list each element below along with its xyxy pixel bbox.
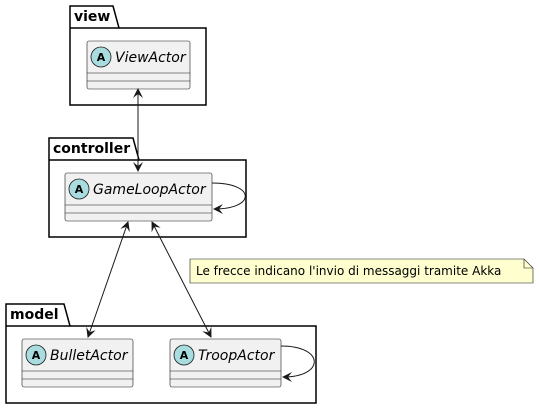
- class-bullet-actor[interactable]: A BulletActor: [21, 338, 134, 388]
- abstract-badge-icon: [25, 344, 47, 366]
- class-name-game-loop-actor: GameLoopActor: [93, 182, 207, 198]
- edge-gameloop-to-troop: [151, 221, 212, 338]
- package-view-title: view: [74, 9, 110, 25]
- edge-troop-self: [280, 345, 315, 382]
- class-name-bullet-actor: BulletActor: [50, 348, 129, 364]
- abstract-badge-icon: [90, 46, 112, 68]
- package-model-title: model: [10, 307, 59, 323]
- abstract-badge-icon: [173, 344, 195, 366]
- note-text: Le frecce indicano l'invio di messaggi t…: [196, 264, 501, 278]
- abstract-badge-letter: A: [32, 349, 41, 362]
- note: Le frecce indicano l'invio di messaggi t…: [189, 258, 534, 284]
- edge-gameloop-to-bullet: [86, 221, 130, 338]
- abstract-badge-letter: A: [97, 51, 106, 64]
- abstract-badge-letter: A: [75, 183, 84, 196]
- class-name-troop-actor: TroopActor: [198, 348, 276, 364]
- class-view-actor[interactable]: A ViewActor: [86, 40, 191, 90]
- class-troop-actor[interactable]: A TroopActor: [169, 338, 282, 388]
- edge-gameloop-self: [211, 182, 246, 214]
- abstract-badge-letter: A: [180, 349, 189, 362]
- class-game-loop-actor[interactable]: A GameLoopActor: [64, 172, 213, 222]
- class-name-view-actor: ViewActor: [115, 50, 187, 66]
- package-controller-title: controller: [53, 141, 130, 157]
- abstract-badge-icon: [68, 178, 90, 200]
